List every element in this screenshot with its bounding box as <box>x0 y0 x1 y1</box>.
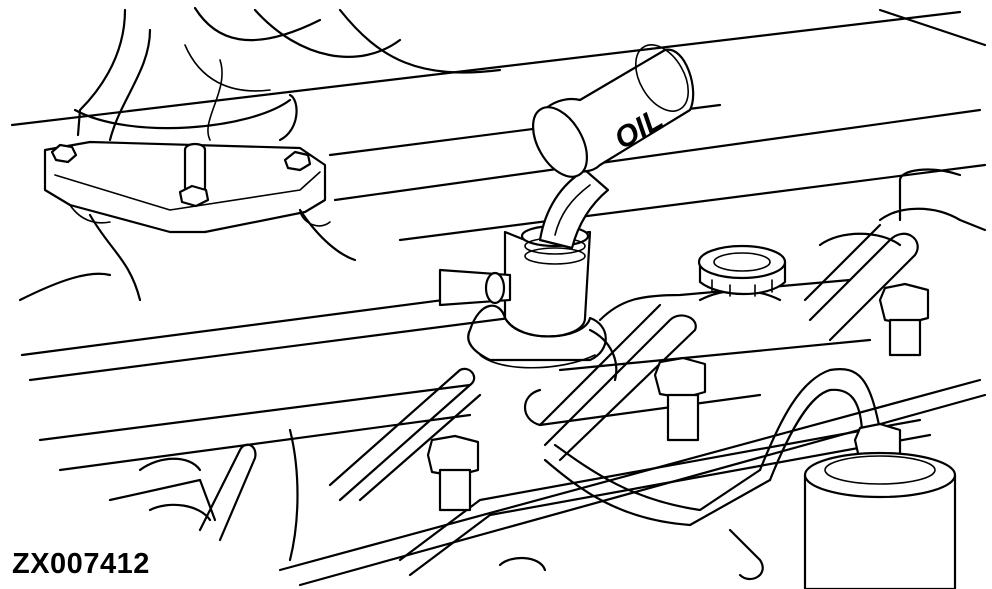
fuel-filter <box>803 451 957 589</box>
lower-detail <box>108 428 764 581</box>
engine-block-lines <box>10 8 987 472</box>
oil-can: OIL <box>531 44 695 178</box>
injector-fittings <box>426 282 930 512</box>
figure-id-label: ZX007412 <box>12 548 150 580</box>
oil-filler-neck <box>438 224 607 369</box>
oil-stream <box>538 168 610 250</box>
exhaust-manifold <box>18 6 502 302</box>
fuel-injection-lines <box>198 223 987 587</box>
